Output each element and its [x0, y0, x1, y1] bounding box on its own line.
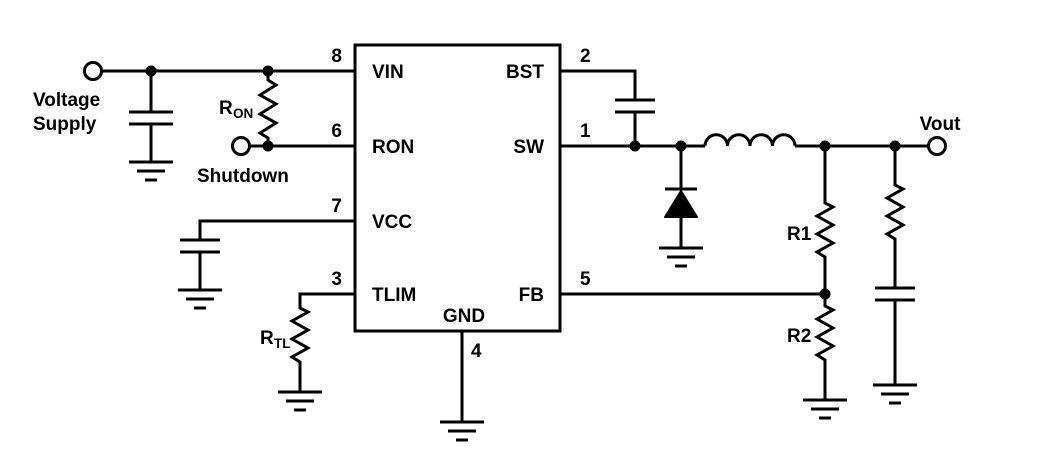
- input-capacitor: [129, 71, 173, 162]
- ron-label-subscript: ON: [233, 106, 253, 121]
- junction-dot: [819, 288, 831, 300]
- junction-dot: [629, 140, 641, 152]
- pin-number-ron: 6: [331, 121, 342, 142]
- ic-pin-label-bst: BST: [506, 62, 544, 83]
- divider-ground-icon: [803, 398, 847, 420]
- rtl-resistor-label: R TL: [260, 328, 291, 351]
- junction-dot: [889, 140, 901, 152]
- ron-resistor-label: R ON: [219, 98, 253, 121]
- junction-dot: [145, 65, 157, 77]
- input-capacitor-ground-icon: [129, 160, 173, 182]
- ic-pin-label-vcc: VCC: [372, 212, 412, 233]
- ron-resistor: [257, 71, 279, 146]
- bootstrap-capacitor-branch: [560, 69, 655, 146]
- gnd-pin-ground-icon: [440, 420, 484, 442]
- pin-number-tlim: 3: [331, 269, 342, 290]
- ic-pin-label-sw: SW: [513, 137, 544, 158]
- rtl-ground-icon: [278, 390, 322, 412]
- rtl-label-prefix: R: [260, 328, 274, 349]
- output-capacitor-ground-icon: [873, 383, 917, 405]
- catch-diode-icon: [664, 190, 698, 218]
- ic-pin-label-tlim: TLIM: [372, 285, 416, 306]
- ron-label-prefix: R: [219, 98, 233, 119]
- r1-resistor: [813, 146, 837, 294]
- inductor: [703, 133, 797, 147]
- ic-pin-label-gnd: GND: [443, 306, 485, 327]
- output-capacitor-branch: [875, 146, 915, 385]
- diode-ground-icon: [659, 246, 703, 268]
- r1-label: R1: [787, 224, 812, 245]
- ic-pin-label-ron: RON: [372, 137, 414, 158]
- pin-number-bst: 2: [580, 46, 591, 67]
- ic-pin-label-fb: FB: [519, 285, 544, 306]
- rtl-resistor-branch: [288, 292, 355, 392]
- pin-number-vin: 8: [331, 46, 342, 67]
- shutdown-terminal: [231, 136, 251, 156]
- pin-number-sw: 1: [580, 121, 591, 142]
- junction-dot: [262, 140, 274, 152]
- rtl-label-subscript: TL: [274, 336, 291, 351]
- voltage-supply-terminal: [83, 61, 103, 81]
- vout-label: Vout: [920, 114, 961, 135]
- junction-dot: [262, 65, 274, 77]
- junction-dot: [819, 140, 831, 152]
- vcc-ground-icon: [178, 288, 222, 310]
- catch-diode-wires: [665, 146, 697, 248]
- junction-dots: [145, 65, 901, 300]
- junction-dot: [675, 140, 687, 152]
- pin-number-gnd: 4: [471, 341, 482, 362]
- voltage-supply-label-line1: Voltage: [33, 90, 100, 111]
- ic-pin-label-vin: VIN: [372, 62, 404, 83]
- shutdown-label: Shutdown: [197, 166, 289, 187]
- pin-number-fb: 5: [580, 269, 591, 290]
- vcc-capacitor-branch: [180, 219, 355, 290]
- ic-body: [353, 43, 562, 333]
- r2-resistor: [813, 294, 837, 400]
- voltage-supply-label-line2: Supply: [33, 114, 97, 135]
- r2-label: R2: [787, 326, 811, 347]
- vout-terminal: [927, 136, 947, 156]
- pin-number-vcc: 7: [331, 196, 342, 217]
